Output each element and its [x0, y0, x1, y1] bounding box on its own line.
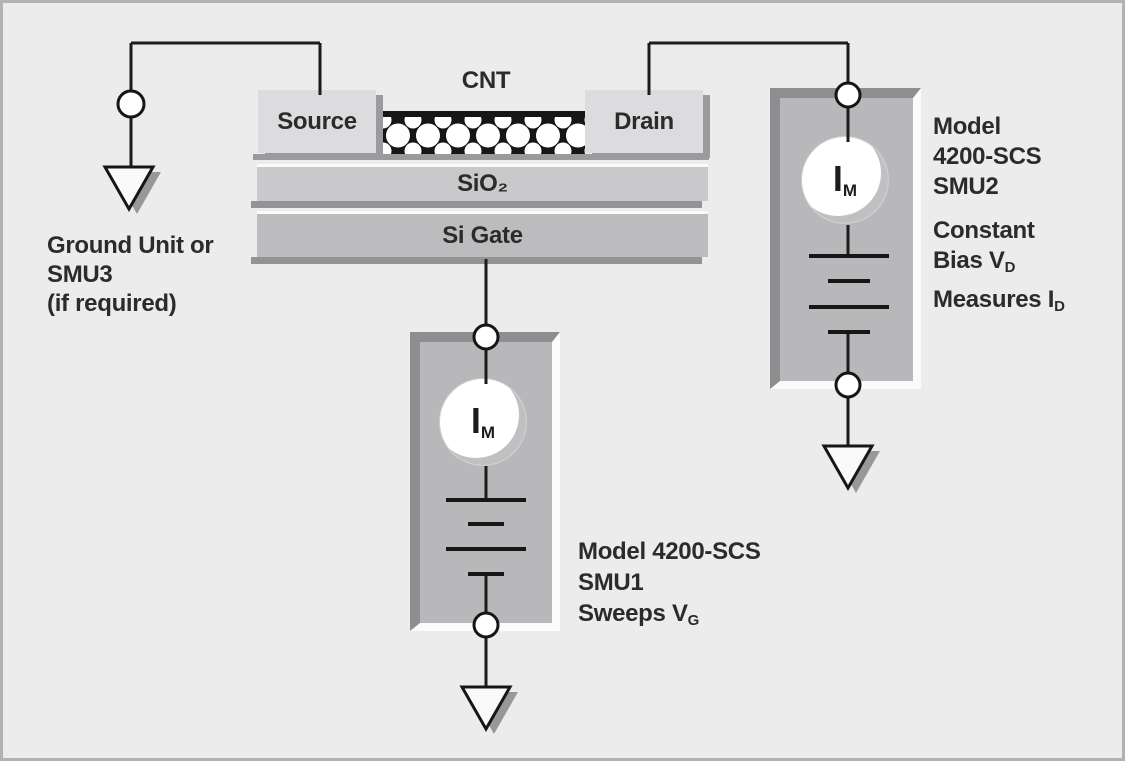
- sio2-label: SiO₂: [457, 170, 508, 197]
- smu1-current-meter-icon: IM: [440, 379, 526, 465]
- smu2-caption: Model 4200-SCS SMU2: [933, 112, 1042, 202]
- ground-triangle: [459, 685, 513, 733]
- si-gate-layer-shadow: [251, 257, 702, 264]
- ground-shadow: [832, 451, 880, 493]
- smu2-meter-label: IM: [832, 158, 858, 200]
- ground-note-line1: Ground Unit or: [47, 232, 214, 259]
- sio2-layer-shadow: [251, 201, 702, 208]
- ground-note-line3: (if required): [47, 290, 177, 317]
- smu2-function-line1: Constant: [933, 217, 1035, 244]
- smu2-current-meter-icon: IM: [802, 137, 888, 223]
- smu1-caption-line1: Model 4200-SCS: [578, 538, 761, 565]
- smu1-caption: Model 4200-SCS SMU1 Sweeps VG: [578, 536, 761, 636]
- smu2-caption-line2: 4200-SCS: [933, 143, 1042, 170]
- smu2-caption-line3: SMU2: [933, 173, 999, 200]
- ground-unit-note: Ground Unit or SMU3 (if required): [47, 231, 214, 318]
- source-contact: Source: [258, 90, 376, 153]
- ground-unit-ground-icon: [102, 165, 161, 214]
- smu1-caption-line3: Sweeps VG: [578, 600, 700, 629]
- ground-shadow: [470, 692, 518, 734]
- ground-triangle: [821, 444, 875, 492]
- smu2-measure-note: Measures ID: [933, 285, 1065, 322]
- cnt-lattice-icon: [383, 111, 585, 160]
- contact-row-shadow: [253, 154, 709, 160]
- ground-note-line2: SMU3: [47, 261, 113, 288]
- smu1-ground-icon: [459, 685, 518, 734]
- smu1-caption-line2: SMU1: [578, 569, 644, 596]
- si-gate-label: Si Gate: [442, 221, 523, 249]
- si-gate-layer: Si Gate: [257, 211, 708, 257]
- ground-shadow: [113, 172, 161, 214]
- ground-triangle: [102, 165, 156, 213]
- sio2-layer: SiO₂: [257, 164, 708, 201]
- smu2-function-note: Constant Bias VD: [933, 216, 1035, 283]
- smu1-box: [410, 332, 560, 631]
- smu2-measure-line: Measures ID: [933, 286, 1065, 315]
- smu2-ground-icon: [821, 444, 880, 493]
- smu2-caption-line1: Model: [933, 113, 1001, 140]
- drain-contact: Drain: [585, 90, 703, 153]
- source-label: Source: [277, 107, 357, 135]
- smu1-meter-label: IM: [470, 400, 496, 442]
- cnt-label: CNT: [461, 67, 511, 94]
- drain-label: Drain: [614, 107, 674, 135]
- ground-unit-terminal-icon: [116, 89, 146, 119]
- smu2-function-line2: Bias VD: [933, 247, 1016, 276]
- cnt-lattice-fill: [383, 111, 585, 160]
- smu2-box: [770, 88, 921, 389]
